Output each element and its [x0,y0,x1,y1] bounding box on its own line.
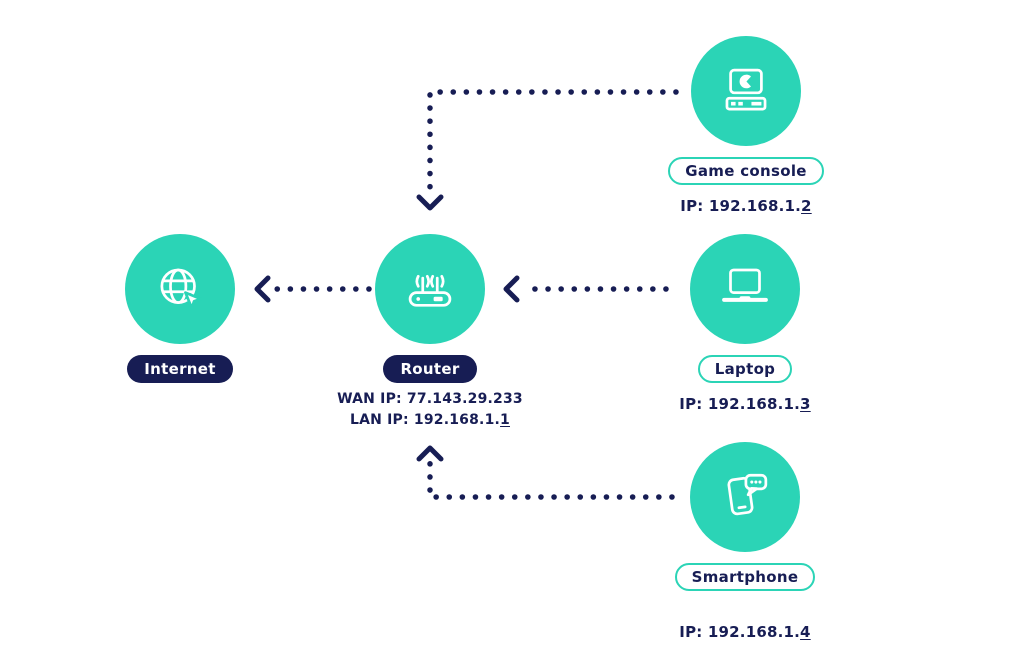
router-icon [408,274,452,307]
node-game-console: Game console IP: 192.168.1.2 [631,36,861,215]
node-internet: Internet [65,234,295,383]
laptop-circle [690,234,800,344]
laptop-ip: IP: 192.168.1.3 [679,395,811,413]
game-console-ip: IP: 192.168.1.2 [680,197,812,215]
smartphone-ip: IP: 192.168.1.4 [679,623,811,641]
node-smartphone: Smartphone IP: 192.168.1.4 [630,442,860,641]
arrowhead-up-icon [416,445,444,462]
router-lan-ip: LAN IP: 192.168.1.1 [350,412,510,428]
arrowhead-down-icon [416,194,444,211]
smartphone-circle [690,442,800,552]
game-console-label: Game console [668,157,824,185]
internet-label: Internet [127,355,233,383]
game-console-circle [691,36,801,146]
node-router: Router WAN IP: 77.143.29.233 LAN IP: 192… [315,234,545,431]
smartphone-label: Smartphone [674,563,816,591]
smartphone-chat-icon [727,473,768,516]
node-laptop: Laptop IP: 192.168.1.3 [630,234,860,413]
connector-console-to-router [427,89,679,195]
globe-cursor-icon [160,268,203,310]
arrowhead-left-internet-icon [254,275,271,303]
connector-smartphone-to-router [427,460,675,500]
router-label: Router [383,355,477,383]
laptop-label: Laptop [697,355,793,383]
router-wan-ip: WAN IP: 77.143.29.233 [337,391,523,407]
arrowhead-left-router-icon [503,275,520,303]
router-circle [375,234,485,344]
internet-circle [125,234,235,344]
laptop-icon [722,268,768,302]
game-console-icon [725,68,767,111]
